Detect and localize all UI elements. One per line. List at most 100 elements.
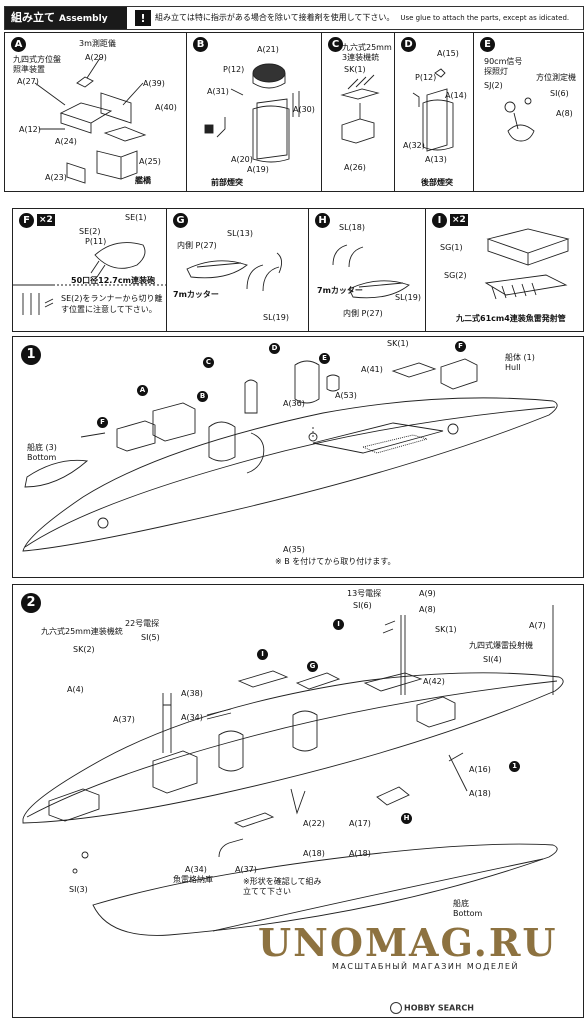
step-2-badge: 2 [21,593,41,613]
part-label: P(11) [85,237,107,246]
part-label: A(7) [529,621,546,630]
part-label: A(17) [349,819,371,828]
part-label: SL(13) [227,229,253,238]
step-d-badge: D [401,37,416,52]
part-label: A(36) [283,399,305,408]
searchlight-drawing [504,97,535,142]
step-h-badge: H [315,213,330,228]
part-label: A(8) [419,605,436,614]
cutter-drawing-g [186,252,282,292]
step-g-panel: G SL(13) 内側 P(27) 7mカッター SL(19) [166,208,309,332]
sub-badge-i: I [257,649,268,660]
callout-sight: 照準装置 [13,65,45,74]
sub-badge-f: F [455,341,466,352]
watermark-logo: UNOMAG.RU [258,920,558,965]
aft-funnel-caption: 後部煙突 [421,178,453,187]
callout-triple-mount: 3連装機銃 [342,53,380,62]
step-a-badge: A [11,37,26,52]
part-label: A(18) [349,849,371,858]
part-label: SI(5) [141,633,160,642]
callout-aa-gun: 九六式25mm [342,43,392,52]
part-label: SI(6) [353,601,372,610]
part-label: A(22) [303,819,325,828]
part-label: P(12) [415,73,437,82]
part-label: A(21) [257,45,279,54]
svg-text:!: ! [140,12,145,25]
bridge-drawing [34,57,147,184]
hull-drawing-step1 [22,358,558,552]
step-e-panel: E 90cm信号 探照灯 方位測定機 SJ(2) SI(6) A(8) [473,32,584,192]
step-h-panel: H SL(18) 7mカッター SL(19) 内側 P(27) [308,208,426,332]
part-label: P(12) [223,65,245,74]
part-label: SE(2) [79,227,101,236]
torpedo-tube-caption: 九二式61cm4連装魚雷発射管 [456,314,566,323]
callout-rangefinder: 3m測距儀 [79,39,116,48]
part-label: A(41) [361,365,383,374]
part-label: A(12) [19,125,41,134]
part-label: A(34) [185,865,207,874]
aa-gun-drawing [340,74,380,144]
hull-drawing-step2 [22,605,564,936]
part-label: SL(18) [339,223,365,232]
part-label: A(4) [67,685,84,694]
step-b-panel: B A(21) P(12) A(31) A(30) A(20) A(19) 前部… [186,32,322,192]
callout-searchlight: 探照灯 [484,67,508,76]
callout-radar-13: 13号電探 [347,589,382,598]
step-d-panel: D A(15) P(12) A(14) A(32) A(13) 後部煙突 [394,32,474,192]
inside-label: 内側 P(27) [177,241,217,250]
step-2-note: ※形状を確認して組み立てて下さい [243,877,322,896]
bottom-label: 船底 (3)Bottom [27,443,57,462]
part-label: A(29) [85,53,107,62]
step-f-multiplier: ×2 [37,214,55,226]
callout-twin-aa-gun: 九六式25mm連装機銃 [41,627,123,636]
part-label: SK(1) [387,339,409,348]
source-credit: HOBBY SEARCH [390,1002,474,1014]
main-gun-drawing [13,242,166,315]
part-label: SK(1) [344,65,366,74]
part-label: A(32) [403,141,425,150]
part-label: A(24) [55,137,77,146]
part-label: SG(2) [444,271,467,280]
step-i-multiplier: ×2 [450,214,468,226]
part-label: A(40) [155,103,177,112]
step-b-badge: B [193,37,208,52]
fore-funnel-drawing [204,63,300,163]
cutter-caption: 7mカッター [173,290,219,299]
part-label: A(19) [247,165,269,174]
callout-director: 九四式方位盤 [13,55,61,64]
part-label: A(16) [469,765,491,774]
fore-funnel-caption: 前部煙突 [211,178,243,187]
cutter-drawing-h [332,244,410,299]
part-label: A(20) [231,155,253,164]
callout-radar-22: 22号電探 [125,619,160,628]
callout-depth-charge: 九四式爆雷投射機 [469,641,533,650]
part-label: SL(19) [395,293,421,302]
part-label: A(37) [235,865,257,874]
step-1-panel: 1 C D E A B F F SK(1) A(36) A(41) A(53) … [12,336,584,578]
step-1-badge: 1 [21,345,41,365]
step-f-panel: F ×2 SE(1) SE(2) P(11) 50口径12.7cm連装砲 SE(… [12,208,167,332]
part-label: A(38) [181,689,203,698]
part-label: SI(3) [69,885,88,894]
step-c-panel: C 九六式25mm 3連装機銃 SK(1) A(26) [321,32,395,192]
part-label: SE(1) [125,213,147,222]
part-label: A(39) [143,79,165,88]
cutter-caption: 7mカッター [317,286,363,295]
part-label: A(18) [303,849,325,858]
part-label: A(14) [445,91,467,100]
part-label: SJ(2) [484,81,503,90]
cut-note: SE(2)をランナーから切り離す位置に注意して下さい。 [61,294,163,314]
step-1-note: ※ B を付けてから取り付けます。 [275,557,396,566]
part-label: A(9) [419,589,436,598]
part-label: A(15) [437,49,459,58]
hobby-search-logo-icon [390,1002,402,1014]
sub-badge-c: C [203,357,214,368]
part-label: A(30) [293,105,315,114]
sub-badge-g: G [307,661,318,672]
part-label: SI(6) [550,89,569,98]
part-label: A(27) [17,77,39,86]
sub-badge-h: H [401,813,412,824]
step-i-panel: I ×2 SG(1) SG(2) 九二式61cm4連装魚雷発射管 [425,208,584,332]
inside-label: 内側 P(27) [343,309,383,318]
